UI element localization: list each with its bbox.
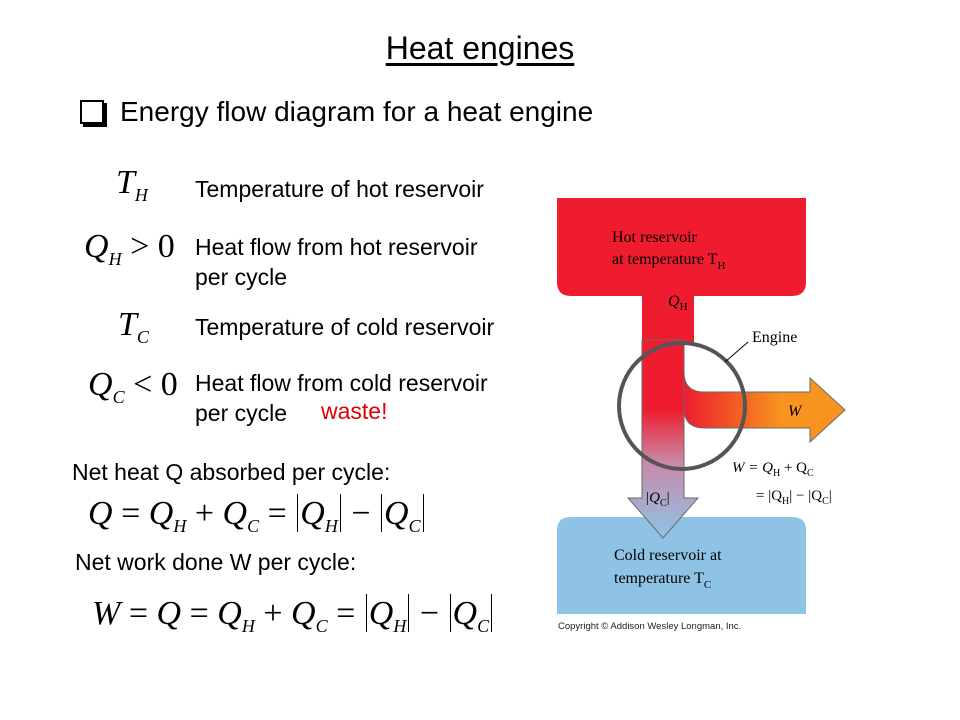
symbol-qh: QH > 0 [84,228,175,269]
net-heat-label: Net heat Q absorbed per cycle: [72,459,391,485]
hot-reservoir [557,198,806,344]
heat-flow-stem [626,339,700,539]
subtitle: Energy flow diagram for a heat engine [120,96,594,127]
symbol-tc: TC [118,306,149,347]
net-work-label: Net work done W per cycle: [75,549,357,575]
qh-label: QH [668,293,688,313]
net-heat-equation: Q = QH + QC = QH − QC [88,494,426,537]
checkbox-bullet-icon [80,100,104,124]
subtitle-bullet: Energy flow diagram for a heat engine [80,96,593,128]
work-equation-line-2: = |QH| − |QC| [756,488,832,507]
definition-tc: Temperature of cold reservoir [195,314,495,340]
cold-reservoir-label-1: Cold reservoir at [614,547,722,564]
work-arrow [683,340,846,444]
hot-reservoir-label-1: Hot reservoir [612,229,698,246]
work-equation-line-1: W = QH + QC [732,460,814,479]
definition-qc: Heat flow from cold reservoir per cycle [195,370,488,426]
cold-reservoir [557,517,806,614]
page-title: Heat engines [385,30,575,66]
net-work-equation: W = Q = QH + QC = QH − QC [92,594,494,637]
definition-th: Temperature of hot reservoir [195,176,484,202]
qc-label: |QC| [645,490,670,509]
waste-label: waste! [321,398,388,424]
symbol-qc: QC < 0 [88,366,178,407]
work-label: W [788,403,803,420]
cold-reservoir-label-2: temperature TC [614,570,711,591]
symbol-th: TH [116,164,148,205]
hot-reservoir-label-2: at temperature TH [612,251,725,272]
engine-label: Engine [752,329,797,346]
engine-circle [617,341,747,471]
copyright-notice: Copyright © Addison Wesley Longman, Inc. [558,621,742,632]
definition-qh: Heat flow from hot reservoir per cycle [195,234,478,290]
